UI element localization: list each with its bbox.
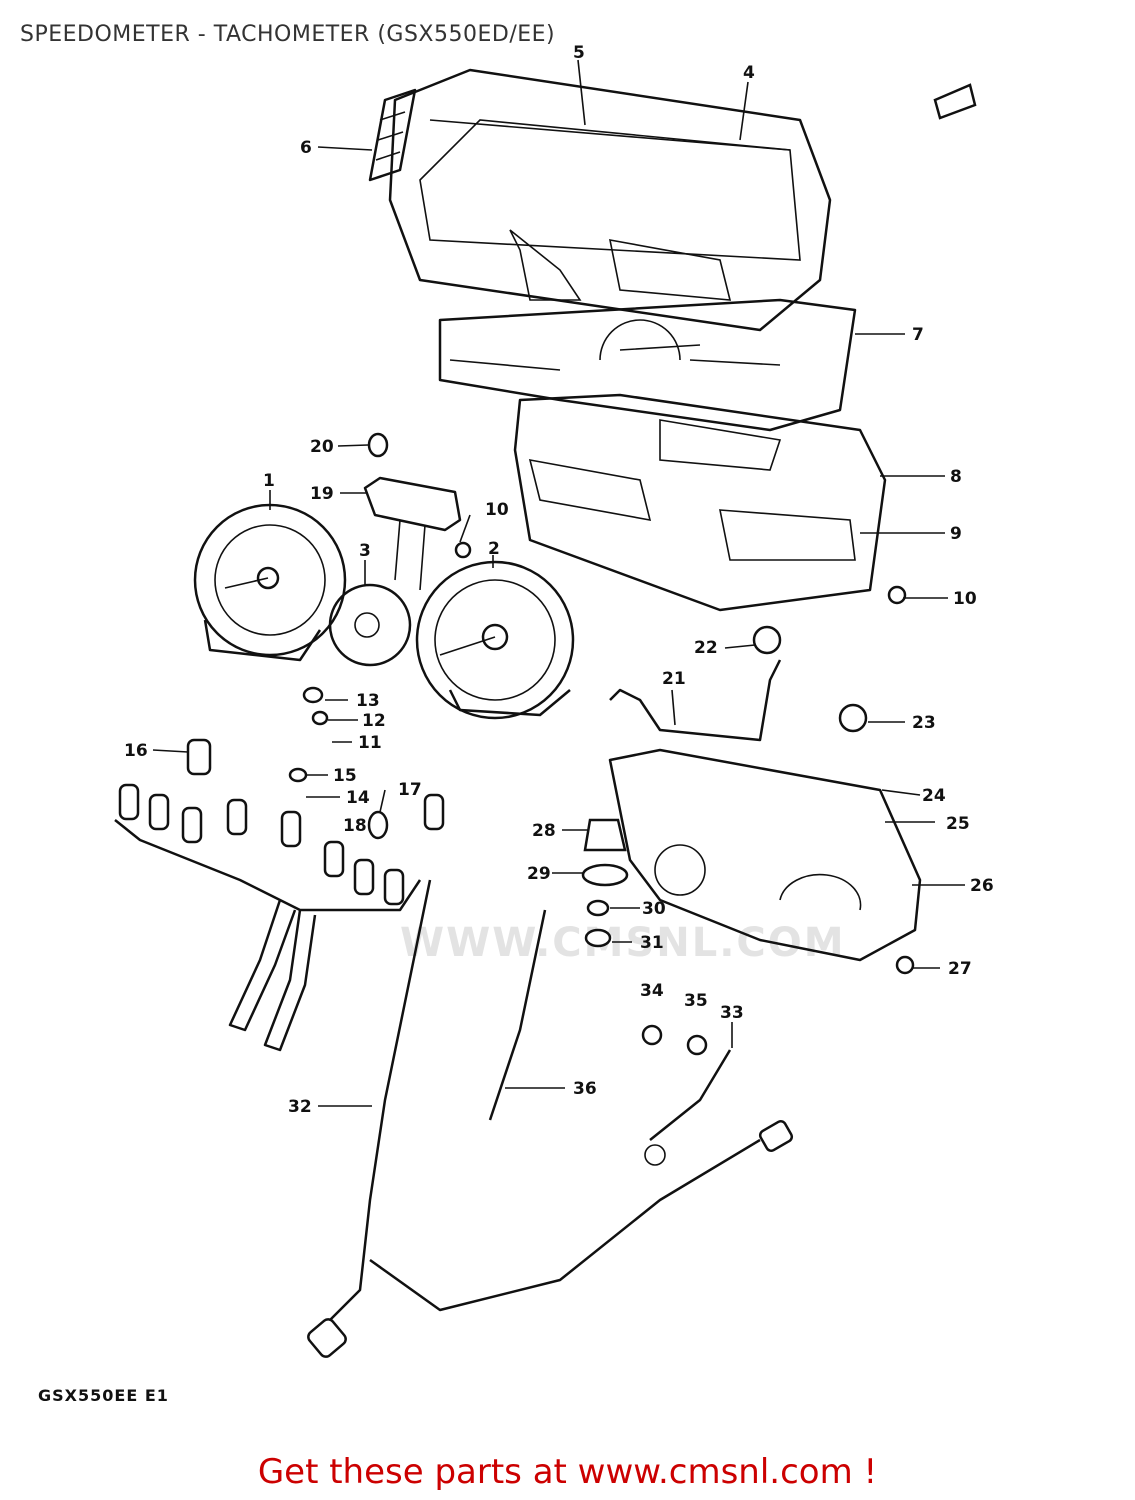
ground-wire: [649, 1049, 732, 1141]
washer-29: [581, 863, 629, 887]
screw-34: [641, 1024, 663, 1046]
wiring-harness: [114, 738, 445, 1052]
callout-13: 13: [356, 691, 380, 711]
callout-23: 23: [912, 713, 936, 733]
clip-icon: [933, 83, 977, 120]
callout-1: 1: [263, 471, 275, 491]
callout-labels: 1 2 3 4 5 6 7 8 9 10 10 11 12 13 14 15 1…: [124, 43, 994, 1117]
callout-12: 12: [362, 711, 386, 731]
callout-10a: 10: [485, 500, 509, 520]
callout-30: 30: [642, 899, 666, 919]
screw-10a: [454, 541, 472, 559]
callout-6: 6: [300, 138, 312, 158]
footer-link[interactable]: Get these parts at www.cmsnl.com !: [257, 1452, 878, 1492]
meter-bracket: [609, 659, 782, 742]
washer-12: [311, 710, 329, 726]
callout-31: 31: [640, 933, 664, 953]
nut-31: [584, 928, 612, 948]
washer-13: [302, 686, 324, 704]
lower-cover: [608, 748, 922, 962]
page-title: SPEEDOMETER - TACHOMETER (GSX550ED/EE): [20, 22, 556, 47]
cushion: [838, 703, 868, 733]
callout-24: 24: [922, 786, 946, 806]
callout-4: 4: [743, 63, 755, 83]
side-bracket: [368, 88, 417, 182]
callout-33: 33: [720, 1003, 744, 1023]
callout-9: 9: [950, 524, 962, 544]
lower-housing: [513, 393, 887, 612]
callout-11: 11: [358, 733, 382, 753]
grommet: [752, 625, 782, 655]
callout-14: 14: [346, 788, 370, 808]
callout-10b: 10: [953, 589, 977, 609]
callout-25: 25: [946, 814, 970, 834]
callout-28: 28: [532, 821, 556, 841]
callout-35: 35: [684, 991, 708, 1011]
tachometer-gauge: [415, 560, 575, 720]
screw-10b: [887, 585, 907, 605]
bulb-18: [367, 810, 389, 840]
callout-7: 7: [912, 325, 924, 345]
callout-34: 34: [640, 981, 664, 1001]
callout-8: 8: [950, 467, 962, 487]
washer-35: [686, 1034, 708, 1056]
leader-lines: [152, 59, 965, 1107]
washer-30: [586, 899, 610, 917]
callout-20: 20: [310, 437, 334, 457]
cushion-28: [583, 818, 627, 852]
callout-22: 22: [694, 638, 718, 658]
callout-19: 19: [310, 484, 334, 504]
callout-18: 18: [343, 816, 367, 836]
callout-5: 5: [573, 43, 585, 63]
callout-36: 36: [573, 1079, 597, 1099]
callout-21: 21: [662, 669, 686, 689]
washer-15: [288, 767, 308, 783]
speedometer-gauge: [193, 503, 347, 662]
callout-16: 16: [124, 741, 148, 761]
meter-cover: [388, 68, 832, 332]
meter-case: [438, 298, 857, 432]
model-code: GSX550EE E1: [38, 1386, 169, 1405]
callout-26: 26: [970, 876, 994, 896]
callout-27: 27: [948, 959, 972, 979]
callout-29: 29: [527, 864, 551, 884]
callout-17: 17: [398, 780, 422, 800]
callout-3: 3: [359, 541, 371, 561]
small-gauge: [328, 583, 412, 667]
tachometer-cable: [488, 909, 547, 1121]
callout-15: 15: [333, 766, 357, 786]
callout-2: 2: [488, 539, 500, 559]
screw-27: [895, 955, 915, 975]
speedometer-cable: [319, 879, 432, 1331]
callout-32: 32: [288, 1097, 312, 1117]
grommet-20: [367, 432, 389, 458]
lamp-socket: [363, 476, 462, 532]
